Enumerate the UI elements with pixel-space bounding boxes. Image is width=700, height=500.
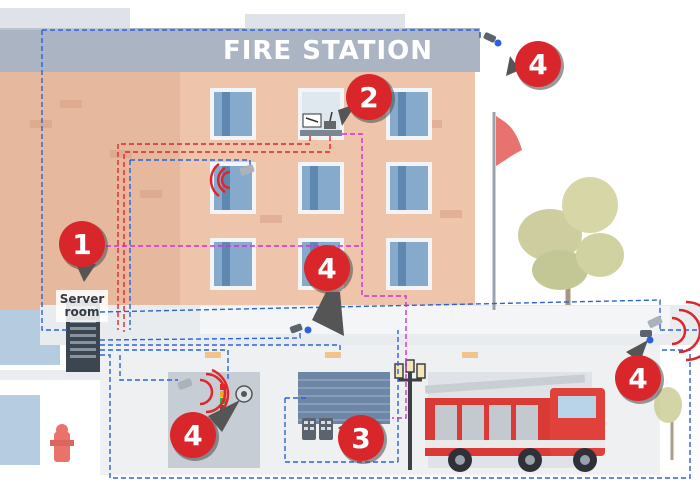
marker-2: 2	[338, 74, 395, 126]
ground-floor-ledge	[200, 306, 670, 334]
cables-magenta	[106, 133, 407, 419]
marker-4a-label: 4	[528, 48, 547, 81]
camera-icon	[289, 323, 312, 334]
roof-top-2	[245, 14, 405, 30]
paging-station-icon	[300, 111, 342, 136]
door-lamp	[205, 352, 221, 358]
door-lamp	[325, 352, 341, 358]
window	[386, 238, 432, 290]
window	[386, 162, 432, 214]
lamp-post-icon	[394, 359, 426, 470]
flag-icon	[492, 112, 522, 310]
camera-icon	[239, 164, 255, 176]
tree-icon	[654, 387, 682, 460]
camera-icon	[177, 378, 193, 390]
sign-band	[0, 28, 480, 72]
camera-icon	[640, 316, 663, 344]
marker-1-label: 1	[72, 228, 91, 261]
hydrant-icon	[50, 424, 74, 462]
server-room-label-line1: Server	[60, 292, 105, 306]
server-room-label-line2: room	[65, 305, 100, 319]
garage-door-middle	[298, 372, 390, 424]
microphone-icon	[329, 111, 333, 122]
marker-2-label: 2	[359, 81, 378, 114]
marker-4b: 4	[304, 245, 353, 336]
fire-truck-icon	[424, 374, 605, 472]
cables-red	[117, 136, 331, 332]
roof-top	[0, 8, 130, 30]
keypad-icon	[302, 418, 333, 440]
marker-3: 3	[338, 415, 387, 464]
server-label-bg	[56, 290, 108, 322]
marker-4c-label: 4	[183, 419, 202, 452]
marker-4a: 4	[506, 41, 564, 90]
marker-3-label: 3	[351, 422, 370, 455]
window	[210, 88, 256, 140]
building-title: FIRE STATION	[223, 36, 433, 66]
door-lamp	[462, 352, 478, 358]
marker-4c: 4	[170, 400, 240, 461]
marker-4d-label: 4	[628, 362, 647, 395]
tree-icon	[518, 177, 624, 305]
window	[210, 238, 256, 290]
window	[386, 88, 432, 140]
window	[298, 162, 344, 214]
marker-4d: 4	[615, 340, 664, 404]
marker-1: 1	[59, 221, 108, 282]
camera-icon	[483, 32, 502, 47]
marker-4b-label: 4	[317, 252, 336, 285]
